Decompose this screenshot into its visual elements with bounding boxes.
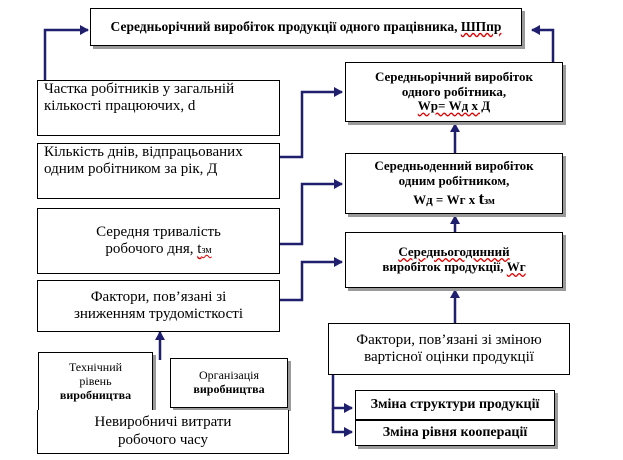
arrow-share-to-top [43, 25, 89, 80]
node-value-assessment-factors: Фактори, пов’язані зі зміною вартісної о… [328, 323, 570, 375]
arrow-days-to-annual [280, 87, 343, 159]
bracket-structure [331, 373, 353, 413]
node-workday-duration: Середня тривалість робочого дня, tзм [37, 208, 280, 274]
node-production-organization: Організація виробництва [170, 358, 288, 408]
node-worker-share: Частка робітників у загальній кількості … [37, 80, 280, 136]
arrow-annual-to-top [531, 25, 555, 62]
node-avg-daily-output: Середньоденний виробіток одним робітнико… [345, 153, 563, 214]
node-nonproductive-time-loss: Невиробничі витрати робочого часу [37, 410, 289, 454]
bracket-coop [331, 408, 353, 437]
arrow-duration-to-daily [280, 179, 343, 246]
node-product-structure-change: Зміна структури продукції [355, 390, 555, 420]
node-labor-intensity-factors: Фактори, пов’язані зі зниженням трудоміс… [37, 280, 280, 332]
node-avg-annual-output-employee: Середньорічний виробіток продукції одног… [90, 8, 522, 46]
node-avg-annual-output-worker: Середньорічний виробіток одного робітник… [345, 62, 563, 122]
node-cooperation-level-change: Зміна рівня кооперації [355, 420, 555, 446]
node-days-worked: Кількість днів, відпрацьованих одним роб… [37, 143, 280, 199]
node-avg-hourly-output: Середньогодинний виробіток продукції, Wг [345, 232, 563, 288]
node-technical-level: Технічний рівень виробництва [38, 352, 153, 412]
arrow-labor-to-hourly [280, 257, 343, 302]
